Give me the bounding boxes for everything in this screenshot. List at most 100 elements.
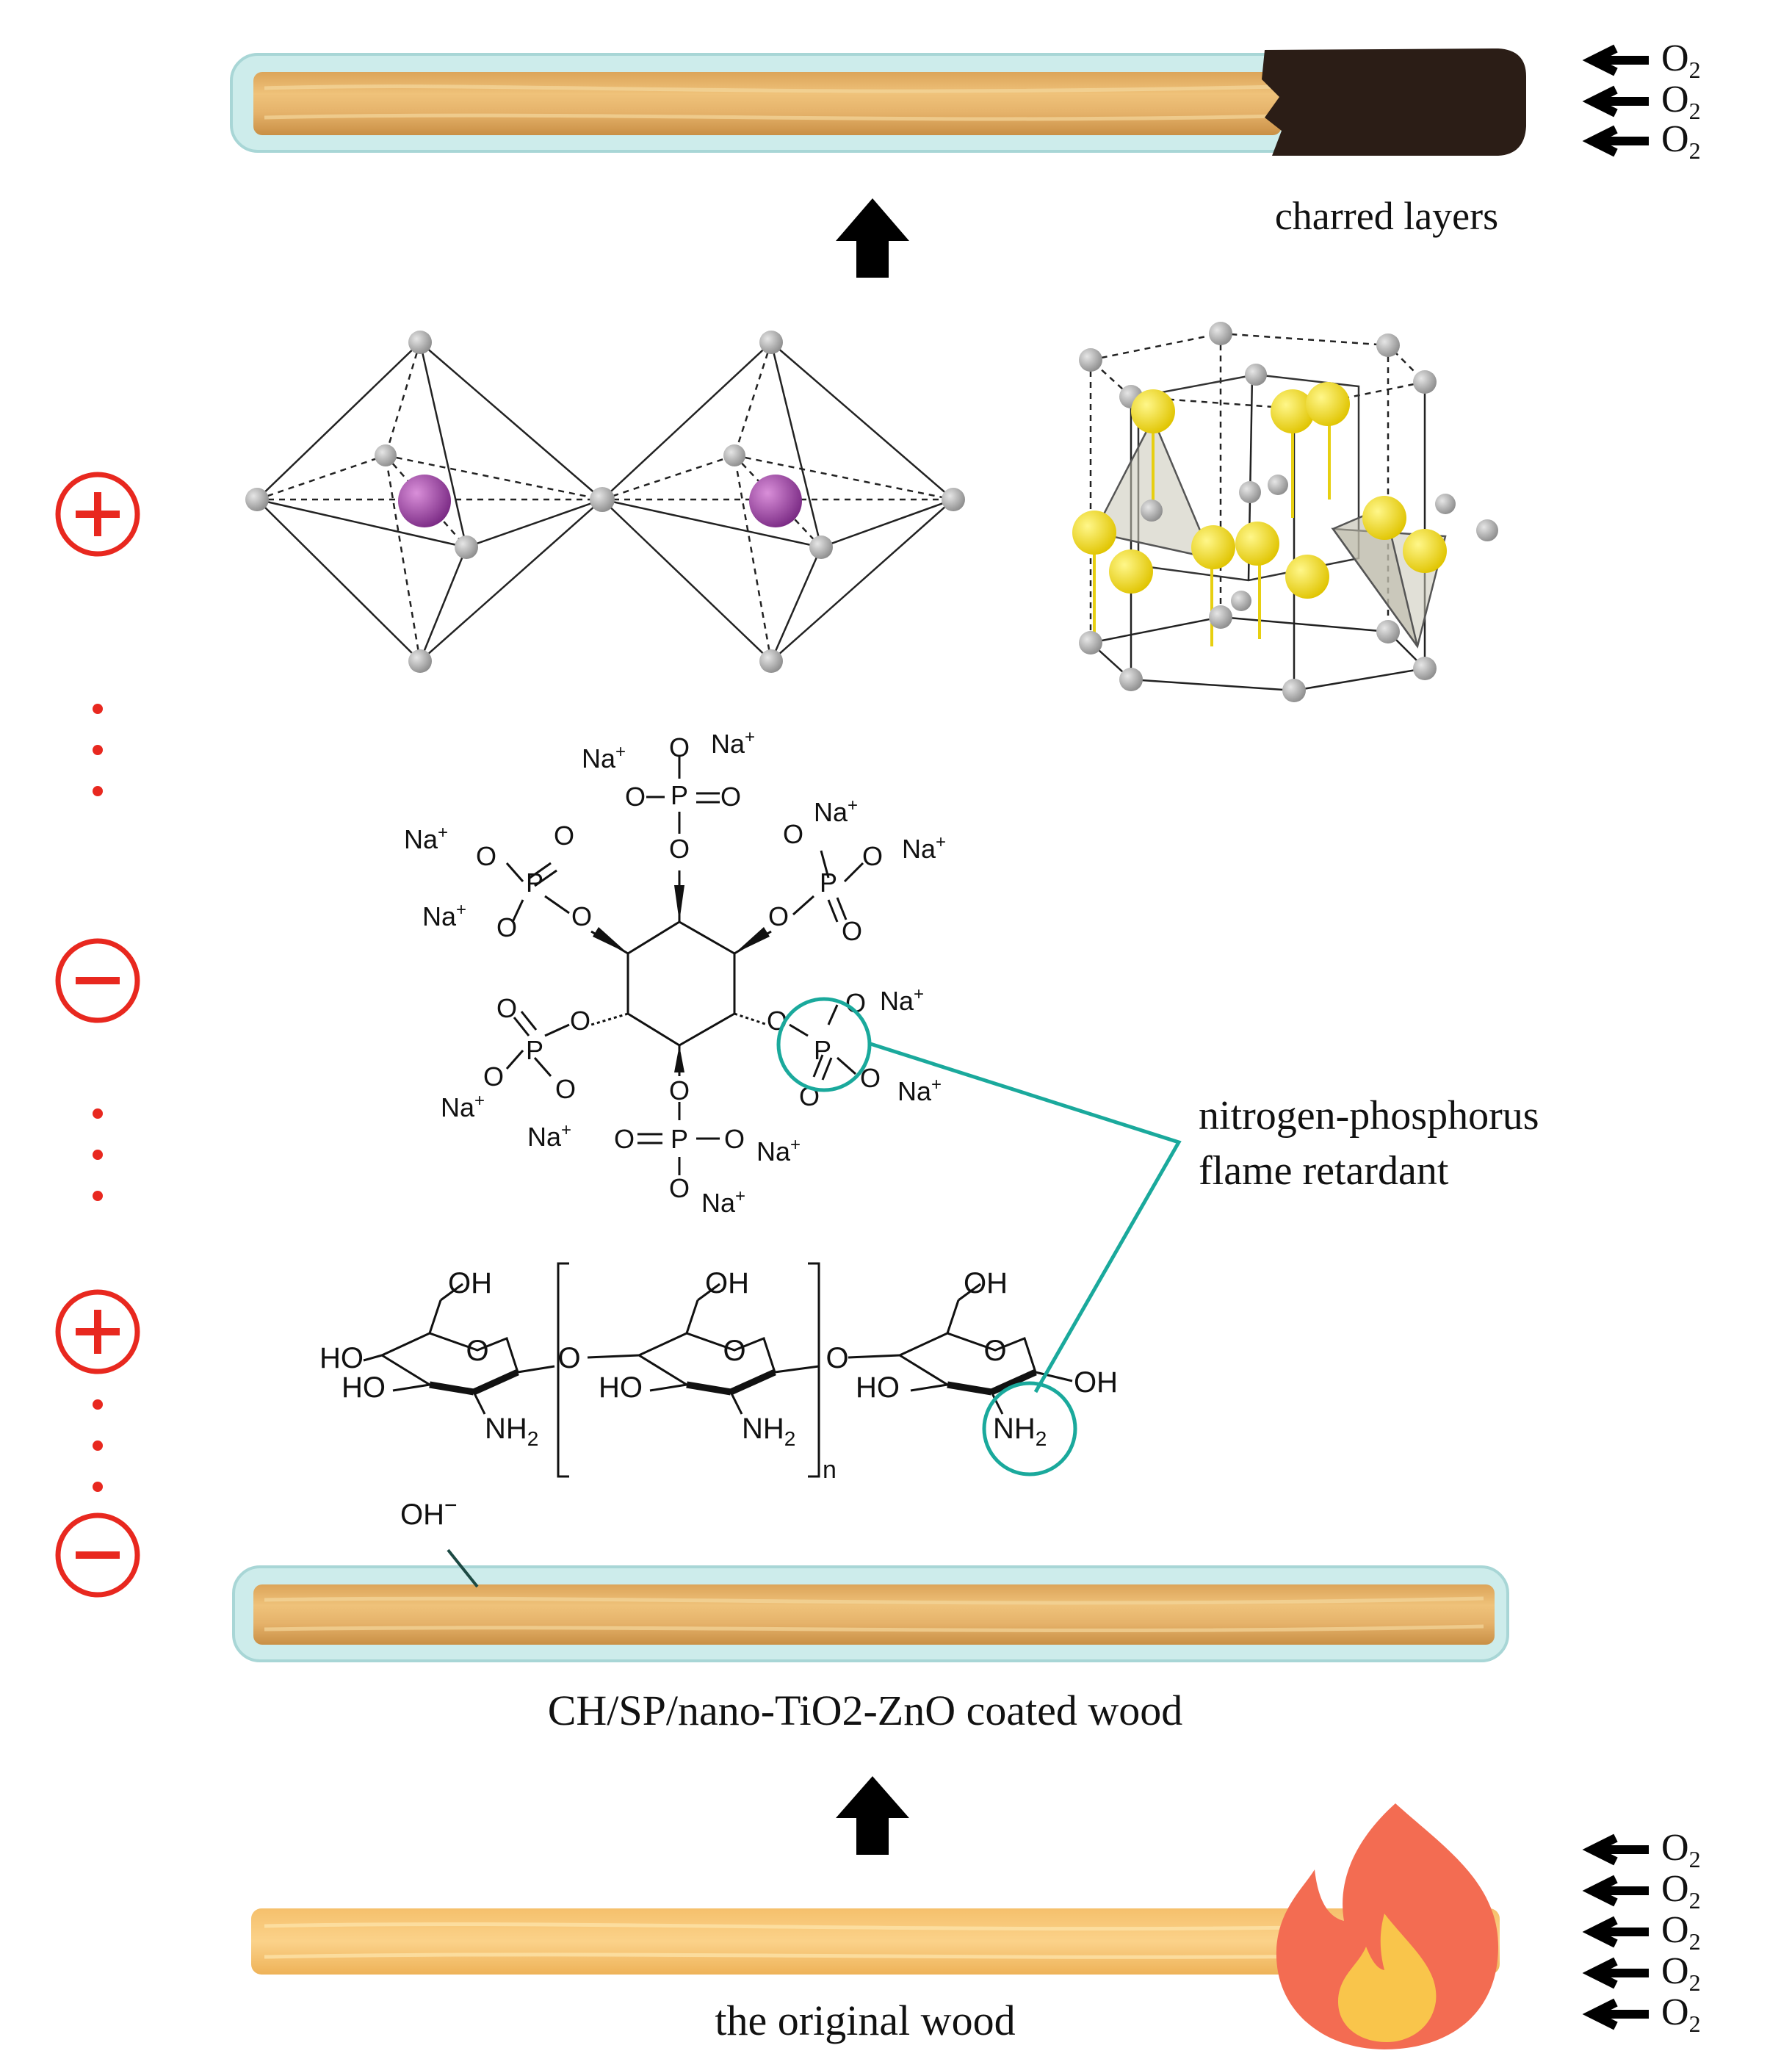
sodium-phytate-molecule: O P O O O O P O O O O P O O O O P O O O …: [404, 727, 946, 1218]
svg-text:P: P: [671, 1124, 688, 1154]
svg-text:O: O: [842, 916, 862, 946]
svg-text:O: O: [614, 1124, 635, 1154]
svg-text:OH: OH: [705, 1267, 749, 1299]
svg-text:Na+: Na+: [711, 727, 755, 759]
svg-text:O2: O2: [1661, 1827, 1701, 1872]
minus-charge-icon: [55, 938, 140, 1023]
svg-text:O: O: [625, 782, 646, 812]
ti-atom: [749, 475, 802, 527]
svg-text:OH: OH: [1074, 1366, 1118, 1399]
svg-text:O: O: [768, 901, 789, 931]
svg-text:O: O: [983, 1335, 1006, 1367]
svg-text:O: O: [783, 819, 803, 849]
svg-text:O2: O2: [1661, 1909, 1701, 1955]
retardant-label-line2: flame retardant: [1199, 1148, 1449, 1194]
svg-text:HO: HO: [856, 1371, 900, 1404]
arrow-left-icon: [1582, 1875, 1649, 1907]
zno-wurtzite-cell: [1072, 322, 1498, 702]
svg-text:O: O: [669, 732, 690, 762]
svg-text:Na+: Na+: [756, 1135, 801, 1166]
wood-plank: [253, 72, 1282, 135]
svg-text:NH2: NH2: [742, 1413, 795, 1450]
svg-text:P: P: [820, 868, 837, 898]
plus-charge-icon: [55, 1289, 140, 1374]
svg-text:O2: O2: [1661, 1868, 1701, 1914]
svg-text:HO: HO: [599, 1371, 643, 1404]
svg-text:n: n: [823, 1456, 837, 1484]
highlight-connector: [867, 1041, 1182, 1393]
hydroxide-pointer: [447, 1548, 479, 1588]
svg-text:HO: HO: [342, 1371, 386, 1404]
svg-text:Na+: Na+: [902, 832, 946, 864]
chitosan-molecule: OH HO HO O NH2 O OH HO O NH2 n O OH HO O…: [319, 1262, 1118, 1484]
svg-text:Na+: Na+: [582, 742, 626, 774]
svg-text:Na+: Na+: [814, 796, 858, 827]
svg-text:P: P: [814, 1035, 831, 1065]
svg-text:P: P: [671, 780, 688, 810]
svg-text:HO: HO: [319, 1342, 364, 1374]
svg-text:O2: O2: [1661, 118, 1701, 164]
arrow-left-icon: [1582, 1916, 1649, 1948]
svg-text:Na+: Na+: [897, 1075, 942, 1106]
charge-column: [55, 472, 140, 1598]
amine-highlight-circle: [982, 1381, 1077, 1476]
svg-text:Na+: Na+: [880, 984, 924, 1016]
svg-text:O: O: [554, 821, 574, 851]
svg-text:NH2: NH2: [485, 1413, 538, 1450]
tio2-octahedra: [245, 331, 965, 673]
svg-text:OH: OH: [964, 1267, 1008, 1299]
coated-wood-label: CH/SP/nano-TiO2-ZnO coated wood: [548, 1687, 1183, 1734]
arrow-up-icon: [836, 198, 909, 278]
hydroxide-label: OH−: [400, 1493, 458, 1531]
minus-charge-icon: [55, 1512, 140, 1598]
retardant-label-line1: nitrogen-phosphorus: [1199, 1093, 1539, 1139]
svg-text:O: O: [862, 841, 883, 871]
flame-icon: [1276, 1803, 1498, 2049]
svg-text:Na+: Na+: [441, 1091, 485, 1122]
oxygen-arrows-bottom: O2 O2 O2 O2 O2: [1582, 1827, 1701, 2037]
svg-text:O: O: [476, 841, 496, 871]
charred-wood: [230, 48, 1526, 156]
svg-text:Na+: Na+: [404, 823, 448, 854]
arrow-left-icon: [1582, 1998, 1649, 2030]
svg-text:O: O: [669, 834, 690, 864]
arrow-up-icon: [836, 1776, 909, 1855]
svg-text:O2: O2: [1661, 79, 1701, 124]
svg-text:O: O: [669, 1173, 690, 1203]
plus-charge-icon: [55, 472, 140, 557]
oxygen-arrows-top: O2 O2 O2: [1582, 37, 1701, 164]
arrow-left-icon: [1582, 1957, 1649, 1989]
svg-text:O2: O2: [1661, 1950, 1701, 1996]
svg-text:Na+: Na+: [527, 1120, 571, 1152]
svg-text:Na+: Na+: [422, 900, 466, 931]
svg-text:O: O: [496, 993, 517, 1023]
svg-text:O: O: [571, 901, 592, 931]
charred-end: [1262, 48, 1526, 156]
svg-text:O: O: [669, 1075, 690, 1106]
coated-wood: [232, 1548, 1509, 1662]
svg-text:O: O: [496, 912, 517, 942]
svg-text:OH: OH: [448, 1267, 492, 1299]
original-wood-label: the original wood: [715, 1997, 1015, 2044]
svg-text:O: O: [720, 782, 741, 812]
svg-text:O: O: [570, 1006, 590, 1036]
octahedron-2: [590, 331, 965, 673]
svg-text:NH2: NH2: [993, 1413, 1047, 1450]
svg-text:O: O: [466, 1335, 488, 1367]
svg-text:O: O: [723, 1335, 745, 1367]
charred-layers-label: charred layers: [1275, 194, 1498, 238]
svg-text:O2: O2: [1661, 37, 1701, 83]
svg-text:P: P: [526, 1035, 543, 1065]
svg-text:O: O: [555, 1074, 576, 1104]
octahedron-1: [245, 331, 603, 673]
svg-text:O: O: [724, 1124, 745, 1154]
svg-text:O: O: [483, 1061, 504, 1092]
arrow-left-icon: [1582, 1833, 1649, 1866]
original-wood: [251, 1908, 1500, 1975]
svg-text:P: P: [526, 868, 543, 898]
svg-text:Na+: Na+: [701, 1186, 745, 1218]
arrow-left-icon: [1582, 85, 1649, 118]
arrow-left-icon: [1582, 125, 1649, 157]
svg-text:O2: O2: [1661, 1991, 1701, 2037]
